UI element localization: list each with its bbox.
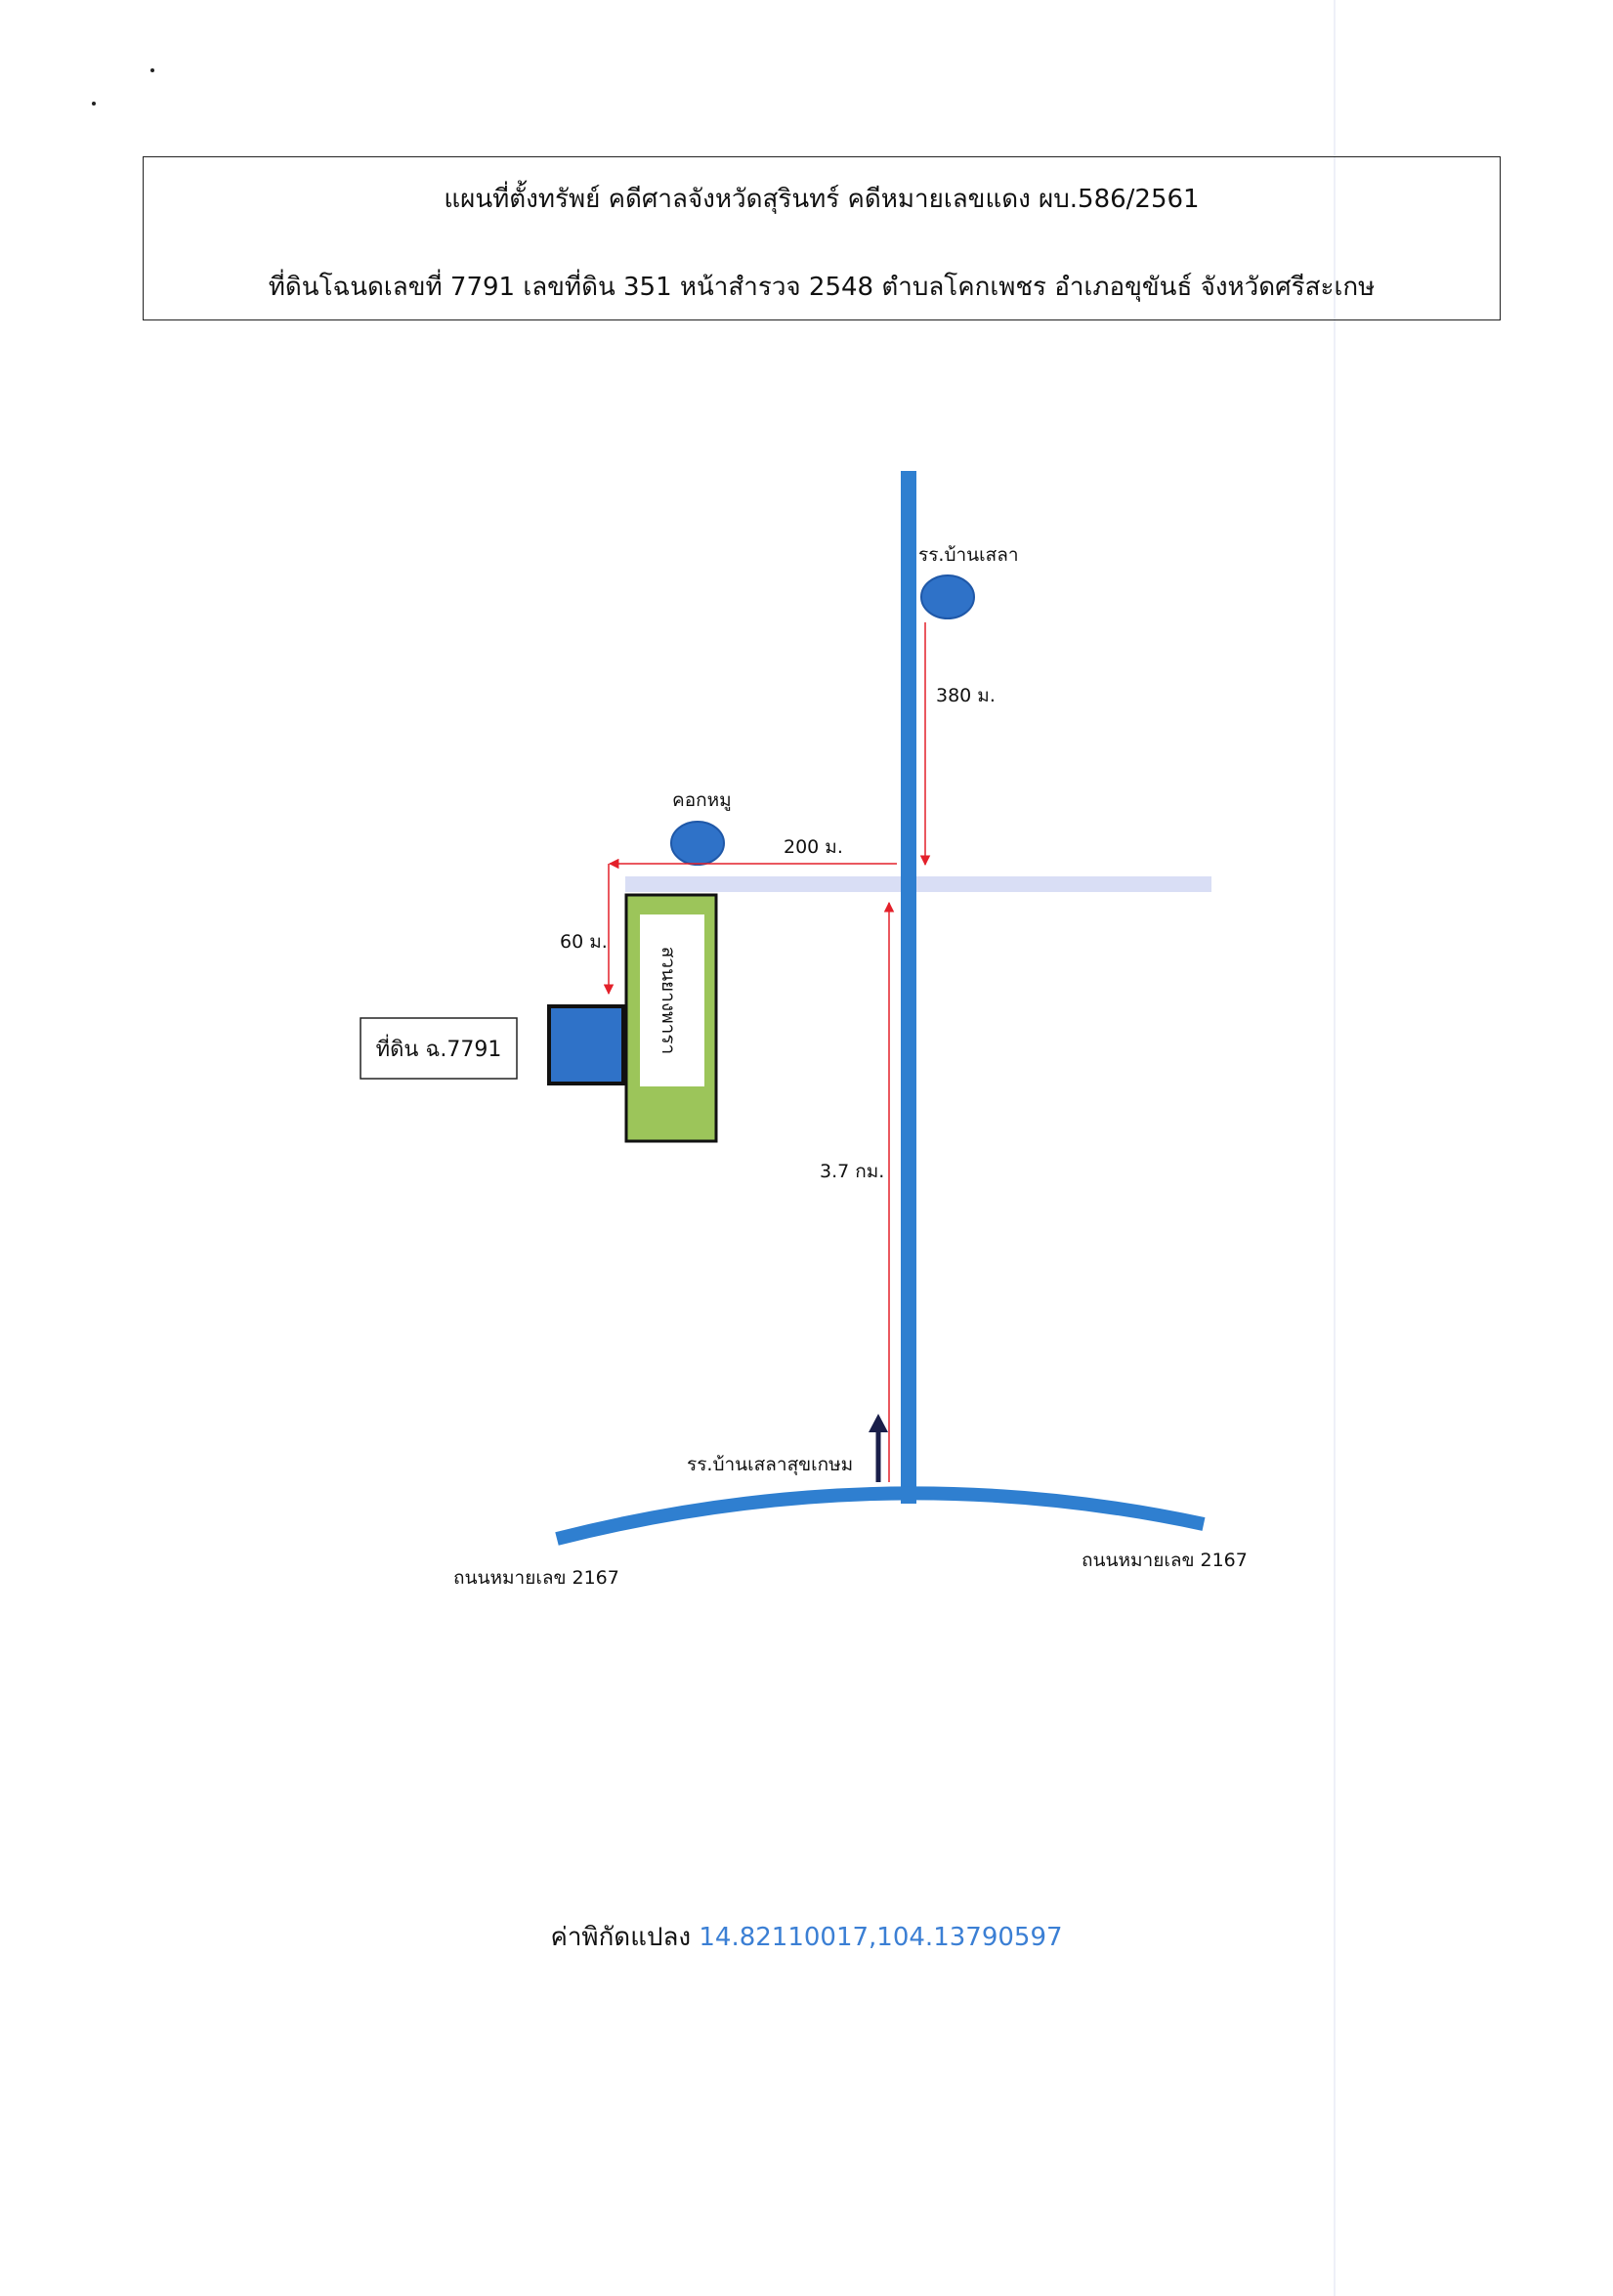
title-line-deed: ที่ดินโฉนดเลขที่ 7791 เลขที่ดิน 351 หน้า… xyxy=(268,273,1376,302)
coordinates-label: ค่าพิกัดแปลง xyxy=(550,1923,692,1952)
road-label-left: ถนนหมายเลข 2167 xyxy=(453,1567,619,1589)
rubber-plantation-label-box xyxy=(640,914,704,1086)
plot-7791-marker xyxy=(547,1004,625,1085)
main-road xyxy=(901,471,916,1504)
school-north-marker xyxy=(920,574,975,619)
kok-mu-label: คอกหมู xyxy=(672,789,732,811)
coordinates-value: 14.82110017,104.13790597 xyxy=(699,1923,1063,1952)
kok-mu-marker xyxy=(670,821,725,866)
page-fold-line xyxy=(1334,0,1336,2296)
school-south-label: รร.บ้านเสลาสุขเกษม xyxy=(687,1454,853,1476)
distance-3-7km-label: 3.7 กม. xyxy=(820,1161,884,1182)
side-road xyxy=(625,876,1211,892)
distance-200-label: 200 ม. xyxy=(784,836,843,858)
scan-speck xyxy=(92,102,96,106)
school-north-label: รร.บ้านเสลา xyxy=(918,544,1019,566)
scan-speck xyxy=(150,68,154,72)
distance-60-label: 60 ม. xyxy=(560,931,608,953)
rubber-plantation-label: สวนยางพารา xyxy=(658,947,679,1054)
title-box: แผนที่ตั้งทรัพย์ คดีศาลจังหวัดสุรินทร์ ค… xyxy=(143,156,1501,320)
road-label-right: ถนนหมายเลข 2167 xyxy=(1082,1550,1248,1571)
title-line-case: แผนที่ตั้งทรัพย์ คดีศาลจังหวัดสุรินทร์ ค… xyxy=(444,185,1200,214)
highway-2167 xyxy=(555,1486,1206,1546)
plot-label-box xyxy=(360,1017,518,1080)
distance-380-label: 380 ม. xyxy=(936,685,996,706)
coordinates-line: ค่าพิกัดแปลง 14.82110017,104.13790597 xyxy=(0,1917,1613,1957)
north-arrow-icon xyxy=(869,1414,888,1432)
plot-label: ที่ดิน ฉ.7791 xyxy=(376,1034,502,1062)
